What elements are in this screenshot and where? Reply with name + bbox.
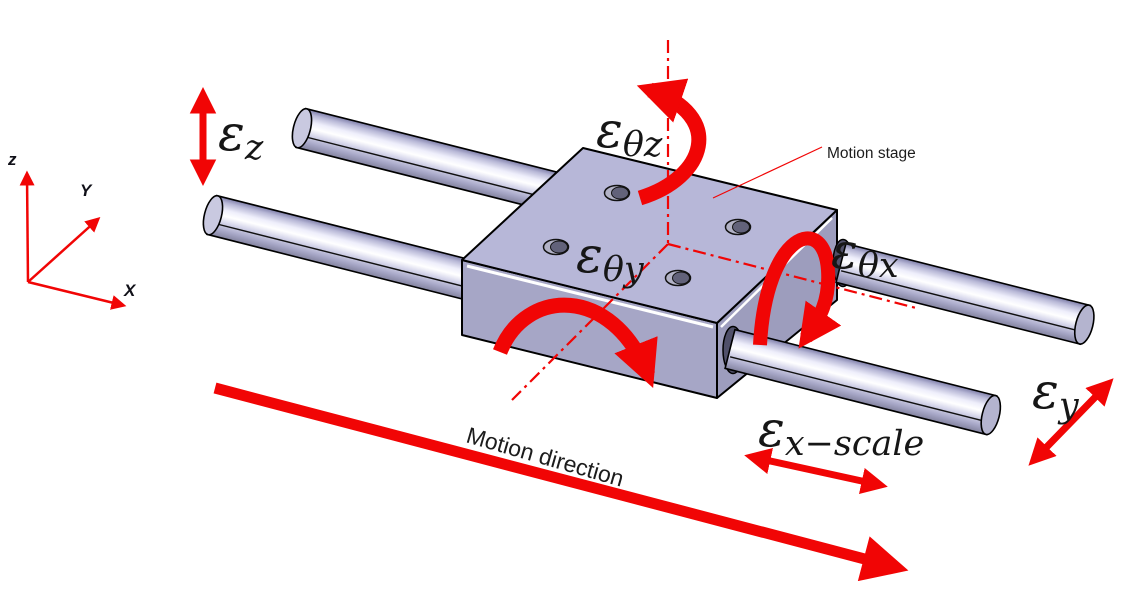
stage-hole bbox=[724, 218, 752, 236]
stage-hole bbox=[664, 269, 692, 287]
label-epsilon-y: εy bbox=[1032, 362, 1080, 426]
stage-chamfer-front bbox=[466, 264, 714, 329]
triad-x-axis bbox=[27, 280, 127, 310]
motion-direction-arrow bbox=[213, 382, 909, 582]
motion-stage-label: Motion stage bbox=[827, 145, 916, 162]
rotation-arrow-theta-z bbox=[636, 78, 707, 206]
arrow-epsilon-x-scale bbox=[744, 447, 888, 495]
stage-hole bbox=[603, 184, 631, 202]
label-epsilon-theta-z: εθz bbox=[596, 101, 663, 165]
label-epsilon-theta-y: εθy bbox=[576, 226, 645, 290]
rail-back-right bbox=[835, 242, 1095, 346]
centerline-x-axis bbox=[667, 242, 917, 310]
axis-label-y: Y bbox=[80, 181, 93, 200]
rail-front-right bbox=[724, 328, 1002, 436]
rail-front-left bbox=[202, 194, 527, 314]
axis-label-x: X bbox=[123, 281, 137, 300]
arrow-epsilon-y bbox=[1028, 378, 1114, 466]
triad-z-axis bbox=[19, 170, 35, 283]
label-epsilon-theta-x: εθx bbox=[831, 222, 899, 286]
rotation-arrow-theta-y bbox=[493, 297, 658, 388]
stage-hole bbox=[542, 238, 570, 256]
axis-label-z: z bbox=[7, 150, 17, 169]
centerline-y-axis bbox=[511, 243, 669, 401]
rotation-arrow-theta-x bbox=[753, 231, 842, 349]
motion-stage-leader-line bbox=[712, 146, 823, 199]
label-epsilon-x-scale: εx−scale bbox=[758, 400, 924, 464]
coordinate-triad: z Y X bbox=[7, 150, 137, 310]
label-epsilon-z: εz bbox=[218, 104, 264, 168]
stage-top-face bbox=[461, 147, 838, 324]
triad-y-axis bbox=[27, 216, 101, 283]
